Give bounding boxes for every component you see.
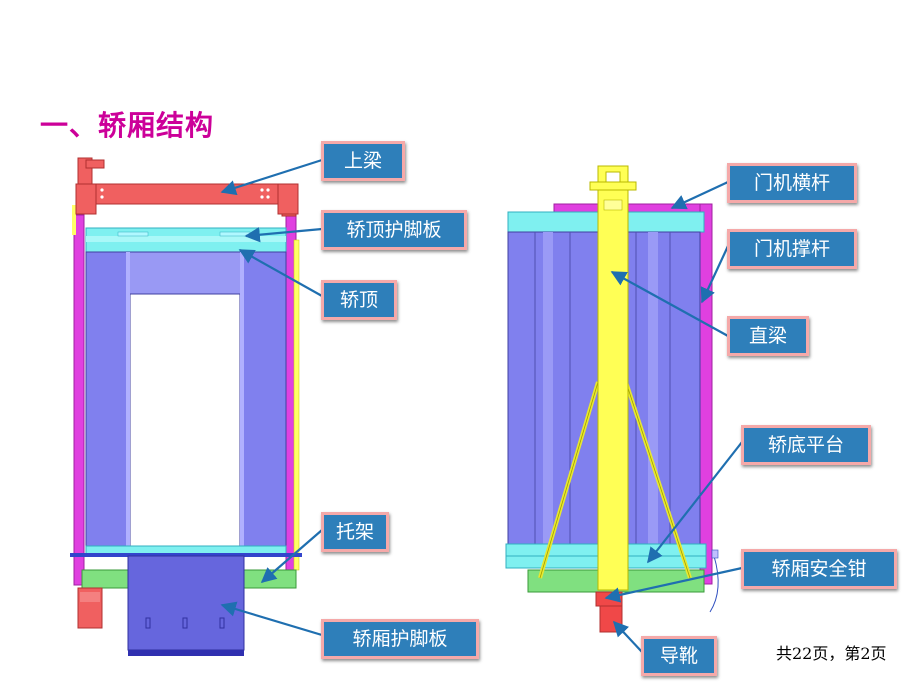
label-guide-shoe: 导靴 bbox=[641, 636, 717, 676]
label-car-roof: 轿顶 bbox=[321, 280, 397, 320]
top-beam bbox=[75, 183, 299, 205]
label-door-operator-strut: 门机撑杆 bbox=[727, 229, 857, 269]
label-car-toe-guard: 轿厢护脚板 bbox=[321, 619, 479, 659]
door-operator-strut bbox=[699, 203, 713, 585]
page-counter: 共22页，第2页 bbox=[776, 644, 887, 663]
upright bbox=[597, 165, 629, 591]
page-title: 一、轿厢结构 bbox=[40, 109, 215, 142]
label-safety-gear: 轿厢安全钳 bbox=[741, 549, 897, 589]
label-door-operator-crossbar: 门机横杆 bbox=[727, 163, 857, 203]
label-roof-toe-guard: 轿顶护脚板 bbox=[321, 210, 467, 250]
side-view bbox=[505, 165, 719, 633]
callout-arrows bbox=[220, 158, 743, 653]
label-bracket: 托架 bbox=[321, 512, 389, 552]
safety-gear bbox=[595, 591, 623, 607]
front-view bbox=[70, 157, 302, 656]
left-side-frame bbox=[73, 214, 85, 586]
car-toe-guard bbox=[127, 555, 245, 651]
label-car-floor-platform: 轿底平台 bbox=[741, 425, 871, 465]
label-top-beam: 上梁 bbox=[321, 141, 405, 181]
door-opening bbox=[129, 293, 241, 549]
label-upright: 直梁 bbox=[727, 316, 809, 356]
